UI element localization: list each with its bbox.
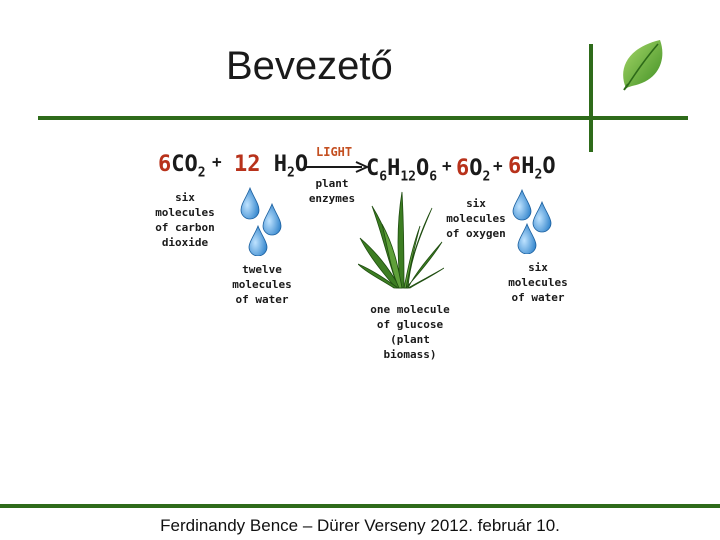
plus-sign-2: + — [442, 156, 452, 175]
plus-sign-3: + — [493, 156, 503, 175]
glucose-o: O — [415, 156, 430, 181]
oxygen-coefficient: 6 — [456, 156, 470, 181]
oxygen-note-line: molecules — [446, 212, 506, 225]
water-droplets-out — [512, 188, 552, 254]
slide-title: Bevezető — [226, 44, 393, 88]
oxygen-note-line: of oxygen — [446, 227, 506, 240]
co2-note-line: of carbon — [155, 221, 215, 234]
co2-note-line: six — [175, 191, 195, 204]
water-out-formula-h: H — [521, 154, 535, 179]
plant-enzymes-label: plant enzymes — [300, 176, 364, 206]
glucose-term: C6H12O6 — [366, 156, 437, 184]
glucose-c-subscript: 6 — [379, 169, 388, 185]
water-droplet-icon — [262, 202, 282, 236]
plant-enzymes-line-1: plant — [315, 177, 349, 190]
water-in-term: 12 H2O — [234, 152, 308, 180]
oxygen-note-line: six — [466, 197, 486, 210]
water-droplet-icon — [248, 224, 268, 256]
oxygen-formula: O — [469, 156, 483, 181]
glucose-h-subscript: 12 — [400, 169, 416, 185]
oxygen-term: 6O2 — [456, 156, 490, 184]
water-droplets-in — [240, 186, 282, 256]
water-droplet-icon — [532, 200, 552, 233]
water-in-subscript: 2 — [287, 165, 295, 181]
glucose-note-line: of glucose — [376, 318, 444, 331]
water-out-term: 6H2O — [508, 154, 556, 182]
oxygen-subscript: 2 — [482, 169, 491, 185]
water-in-note-line: of water — [235, 293, 289, 306]
water-droplet-icon — [517, 222, 537, 254]
water-in-formula-h: H — [273, 152, 287, 177]
water-out-coefficient: 6 — [508, 154, 522, 179]
glucose-h: H — [387, 156, 401, 181]
plant-enzymes-line-2: enzymes — [308, 192, 356, 205]
water-in-coefficient: 12 — [234, 152, 261, 177]
slide-footer: Ferdinandy Bence – Dürer Verseny 2012. f… — [160, 516, 560, 535]
water-out-note-line: six — [528, 261, 548, 274]
co2-coefficient: 6 — [158, 152, 172, 177]
water-out-subscript: 2 — [534, 167, 543, 183]
water-in-note-line: molecules — [232, 278, 292, 291]
leaf-icon — [623, 40, 663, 91]
glucose-note-line: (plant biomass) — [383, 333, 437, 361]
water-out-note-line: molecules — [508, 276, 568, 289]
plus-sign-1: + — [212, 152, 222, 171]
light-label: LIGHT — [316, 145, 353, 159]
glucose-c: C — [366, 156, 380, 181]
co2-subscript: 2 — [197, 165, 206, 181]
water-out-note: six molecules of water — [506, 260, 570, 305]
co2-note: six molecules of carbon dioxide — [150, 190, 220, 250]
glucose-note-line: one molecule — [370, 303, 450, 316]
header-vertical-divider — [589, 44, 593, 152]
water-out-note-line: of water — [511, 291, 565, 304]
reaction-arrow-icon — [306, 161, 370, 173]
co2-term: 6CO2 — [158, 152, 206, 180]
header-divider — [38, 116, 688, 120]
footer-divider — [0, 504, 720, 508]
water-in-note-line: twelve — [242, 263, 282, 276]
co2-formula: CO — [171, 152, 198, 177]
oxygen-note: six molecules of oxygen — [444, 196, 508, 241]
water-droplet-icon — [512, 188, 532, 221]
co2-note-line: dioxide — [161, 236, 209, 249]
grass-plant-icon — [358, 191, 444, 289]
water-out-formula-o: O — [542, 154, 556, 179]
water-droplet-icon — [240, 186, 260, 220]
water-in-formula-o: O — [294, 152, 309, 177]
water-in-note: twelve molecules of water — [226, 262, 298, 307]
glucose-o-subscript: 6 — [429, 169, 438, 185]
glucose-note: one molecule of glucose (plant biomass) — [362, 302, 458, 362]
co2-note-line: molecules — [155, 206, 215, 219]
